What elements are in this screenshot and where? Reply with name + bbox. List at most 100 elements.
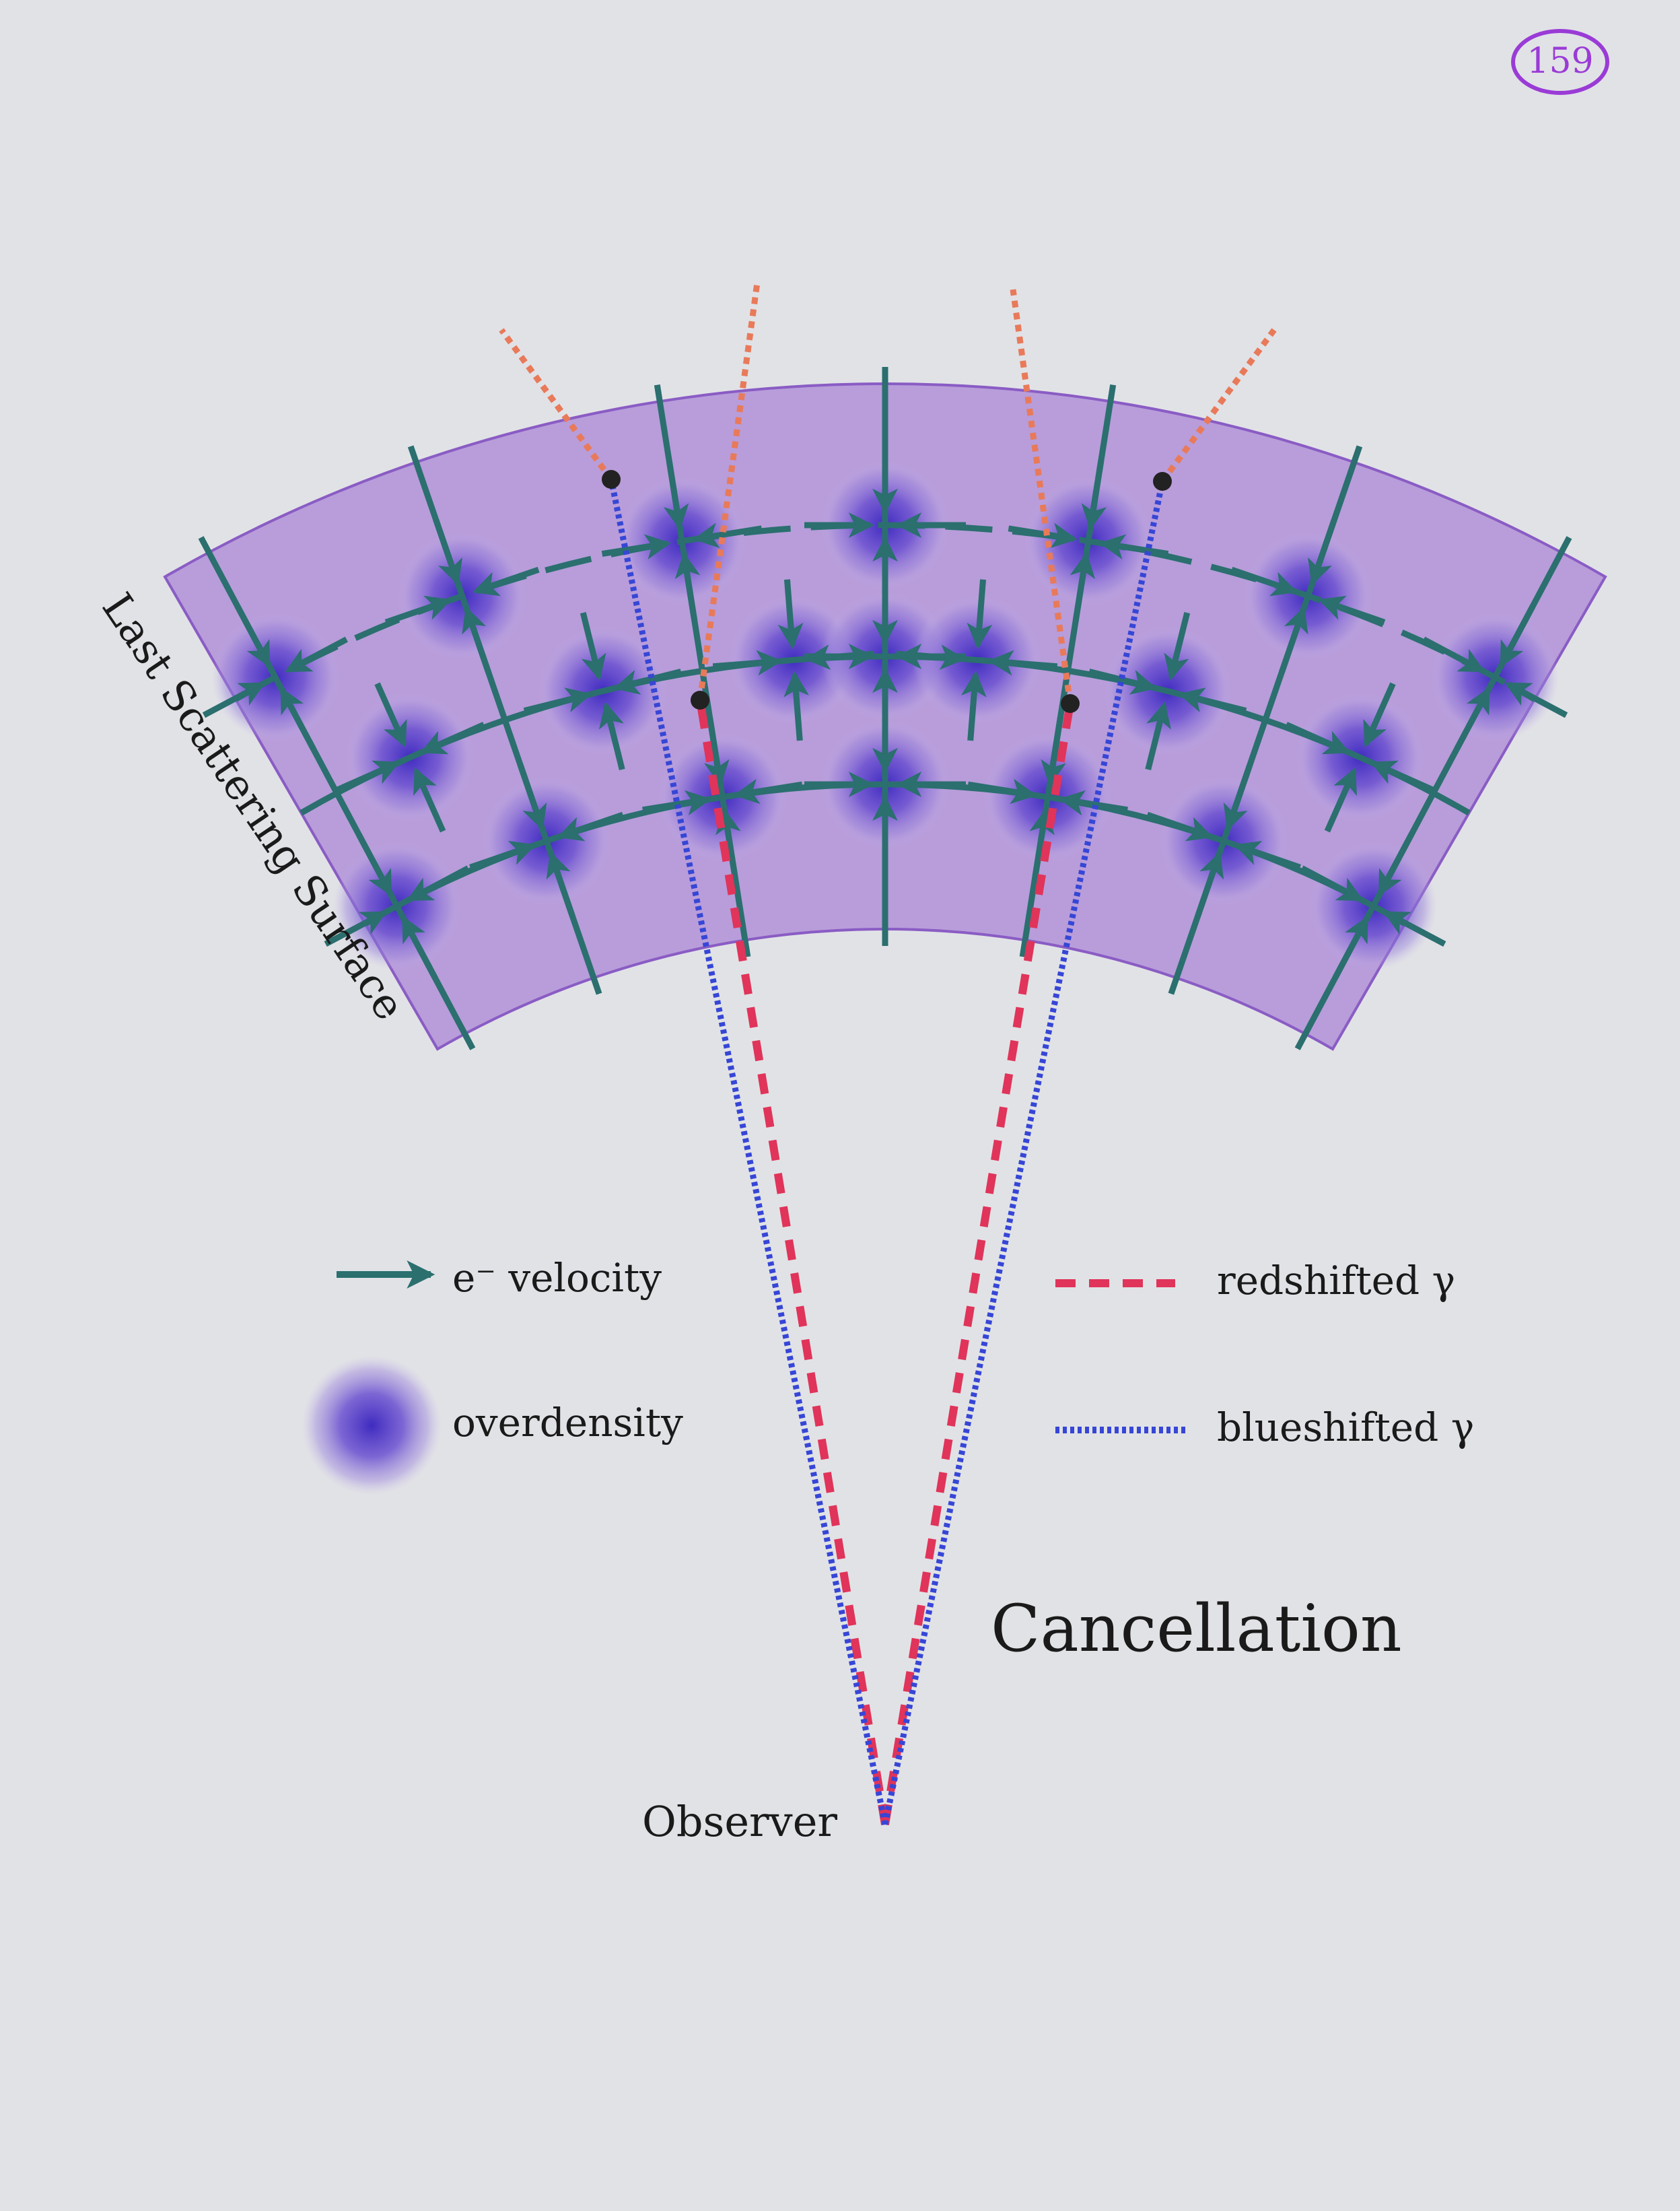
velocity-arrow: [420, 722, 485, 755]
velocity-arrow: [335, 760, 400, 793]
velocity-arrow: [961, 671, 987, 741]
velocity-arrow: [1194, 851, 1224, 919]
velocity-arrow: [1422, 636, 1485, 673]
velocity-arrow: [433, 518, 462, 586]
velocity-arrow: [462, 606, 491, 674]
velocity-arrows: [202, 444, 1568, 979]
velocity-arrow: [234, 604, 271, 668]
velocity-arrow: [1099, 534, 1169, 559]
velocity-arrow: [1279, 606, 1308, 674]
velocity-arrow: [546, 851, 576, 919]
velocity-arrow: [1363, 682, 1396, 748]
ray-extension: [499, 328, 614, 481]
velocity-arrow: [1382, 910, 1446, 947]
blueshift-ray: [882, 481, 1166, 1825]
velocity-arrow: [733, 778, 803, 805]
velocity-arrow: [1230, 566, 1298, 597]
velocity-arrow: [523, 687, 592, 714]
velocity-arrow: [967, 579, 993, 650]
page-number-stamp: 159: [1511, 29, 1609, 95]
velocity-arrow: [599, 702, 625, 771]
legend-velocity-label: e⁻ velocity: [452, 1255, 662, 1301]
velocity-arrow: [1178, 687, 1247, 714]
legend-redshift: redshifted γ: [1055, 1258, 1455, 1303]
velocity-arrow: [1029, 808, 1055, 878]
velocity-arrow: [613, 669, 682, 695]
velocity-arrow: [517, 763, 547, 831]
observer-label: Observer: [642, 1797, 837, 1846]
ray-extension: [697, 282, 761, 701]
velocity-arrow: [1145, 702, 1171, 771]
velocity-arrow: [783, 671, 809, 741]
legend-redshift-label: redshifted γ: [1217, 1258, 1455, 1303]
caption: Cancellation: [991, 1591, 1402, 1666]
velocity-arrow: [642, 790, 712, 816]
velocity-arrow: [896, 644, 966, 670]
velocity-arrow: [1088, 669, 1157, 695]
velocity-arrow: [374, 682, 407, 748]
velocity-arrow: [1164, 612, 1191, 681]
velocity-arrow: [777, 579, 804, 650]
velocity-arrow: [693, 522, 763, 548]
photon-rays: [499, 282, 1277, 1825]
velocity-arrow: [704, 716, 730, 786]
velocity-arrow: [1041, 716, 1066, 786]
legend: e⁻ velocity overdensity redshifted γ blu…: [302, 1255, 1474, 1495]
velocity-arrow: [202, 681, 266, 718]
scatter-point: [602, 470, 621, 489]
velocity-arrow: [1008, 522, 1078, 548]
velocity-arrow: [1300, 865, 1364, 902]
velocity-arrow: [1318, 595, 1386, 625]
velocity-arrow: [324, 910, 388, 947]
velocity-arrow: [580, 612, 606, 681]
redshift-ray: [696, 700, 889, 1825]
overdensity-blob-icon: [302, 1355, 442, 1495]
velocity-arrow: [1333, 916, 1369, 979]
velocity-arrow: [356, 833, 393, 897]
velocity-arrow: [557, 811, 624, 842]
velocity-arrow: [601, 534, 671, 559]
velocity-arrow: [473, 566, 540, 597]
scatter-points: [602, 470, 1172, 713]
legend-overdensity-label: overdensity: [452, 1400, 683, 1445]
velocity-arrow: [469, 840, 536, 871]
velocity-arrow: [987, 650, 1058, 676]
velocity-arrow: [285, 636, 348, 673]
velocity-arrow: [712, 650, 783, 676]
velocity-arrow: [413, 767, 446, 833]
ray-extension: [1010, 289, 1074, 704]
velocity-arrow: [1285, 722, 1350, 755]
velocity-arrow: [1070, 551, 1096, 621]
velocity-arrow: [279, 687, 316, 750]
scatter-point: [691, 691, 709, 710]
velocity-arrow: [1223, 763, 1253, 831]
scatter-point: [1153, 472, 1172, 491]
velocity-arrow: [1308, 518, 1337, 586]
velocity-arrow: [1234, 840, 1301, 871]
velocity-arrow: [1377, 833, 1414, 897]
legend-blueshift: blueshifted γ: [1055, 1404, 1474, 1450]
velocity-arrow: [663, 461, 689, 531]
legend-blueshift-label: blueshifted γ: [1217, 1404, 1474, 1450]
velocity-arrow: [967, 778, 1037, 805]
blueshift-ray: [608, 479, 888, 1825]
velocity-arrow: [1370, 760, 1436, 793]
velocity-arrow: [1324, 767, 1357, 833]
velocity-arrow: [407, 865, 470, 902]
velocity-arrow: [715, 808, 741, 878]
velocity-arrow: [401, 916, 438, 979]
velocity-arrow: [1058, 790, 1128, 816]
velocity-arrow: [1499, 604, 1536, 668]
velocity-arrow: [1454, 687, 1491, 750]
velocity-arrow: [674, 551, 701, 621]
legend-overdensity: overdensity: [302, 1355, 683, 1495]
velocity-arrow: [1146, 811, 1214, 842]
velocity-arrow: [1504, 681, 1568, 718]
page-number: 159: [1527, 41, 1593, 81]
velocity-arrow: [384, 595, 452, 625]
redshift-ray: [881, 703, 1074, 1825]
scatter-point: [1061, 694, 1080, 713]
legend-velocity: e⁻ velocity: [337, 1255, 662, 1301]
